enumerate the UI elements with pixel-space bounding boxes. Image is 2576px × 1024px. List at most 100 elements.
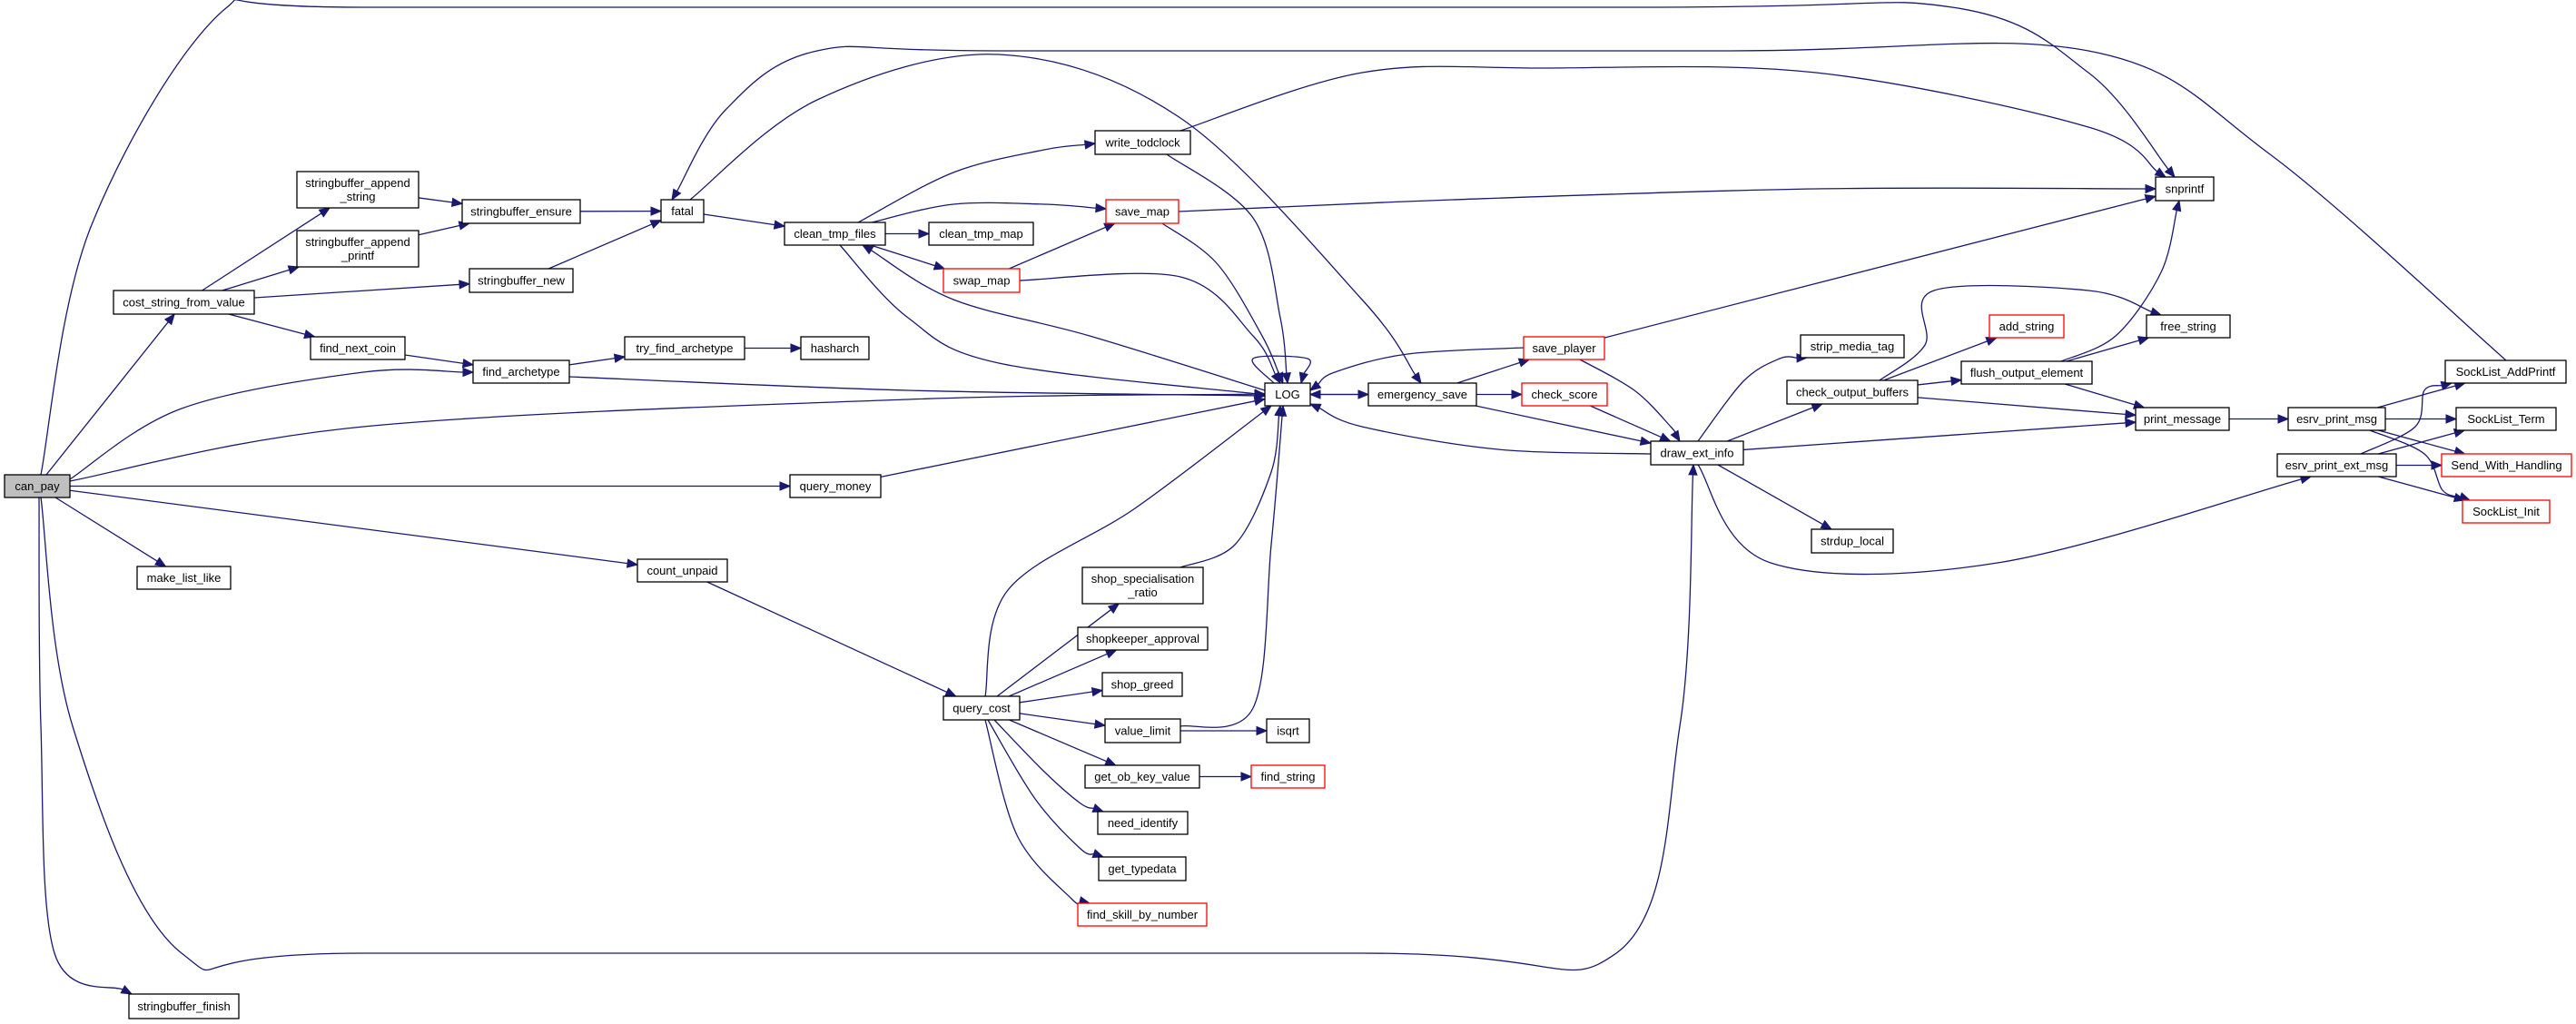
node-shop_specialisation_ratio[interactable]: shop_specialisation_ratio (1081, 566, 1204, 605)
node-check_output_buffers[interactable]: check_output_buffers (1786, 379, 1919, 405)
node-count_unpaid[interactable]: count_unpaid (637, 558, 728, 583)
node-shop_greed[interactable]: shop_greed (1101, 672, 1183, 697)
node-box[interactable] (1264, 382, 1311, 407)
node-box[interactable] (2276, 453, 2397, 478)
node-box[interactable] (789, 474, 882, 498)
node-save_player[interactable]: save_player (1523, 336, 1605, 360)
node-box[interactable] (1989, 314, 2065, 339)
node-box[interactable] (1523, 336, 1605, 360)
node-cost_string_from_value[interactable]: cost_string_from_value (113, 290, 255, 315)
node-strip_media_tag[interactable]: strip_media_tag (1800, 334, 1905, 359)
node-query_cost[interactable]: query_cost (943, 695, 1021, 721)
node-box[interactable] (1960, 360, 2093, 385)
node-box[interactable] (1084, 764, 1200, 789)
node-fatal[interactable]: fatal (660, 199, 705, 223)
node-box[interactable] (296, 230, 419, 268)
node-find_skill_by_number[interactable]: find_skill_by_number (1077, 902, 1208, 927)
node-emergency_save[interactable]: emergency_save (1367, 382, 1477, 407)
node-SockList_Term[interactable]: SockList_Term (2455, 407, 2557, 431)
node-check_score[interactable]: check_score (1521, 382, 1608, 407)
node-box[interactable] (800, 336, 870, 360)
node-box[interactable] (1811, 528, 1894, 554)
node-isqrt[interactable]: isqrt (1266, 718, 1310, 743)
node-box[interactable] (943, 695, 1021, 721)
node-stringbuffer_append_string[interactable]: stringbuffer_append_string (296, 171, 419, 209)
node-draw_ext_info[interactable]: draw_ext_info (1650, 440, 1744, 466)
node-box[interactable] (2455, 407, 2557, 431)
node-box[interactable] (660, 199, 705, 223)
node-strdup_local[interactable]: strdup_local (1811, 528, 1894, 554)
node-stringbuffer_ensure[interactable]: stringbuffer_ensure (461, 199, 581, 224)
node-box[interactable] (1650, 440, 1744, 466)
node-esrv_print_ext_msg[interactable]: esrv_print_ext_msg (2276, 453, 2397, 478)
node-clean_tmp_files[interactable]: clean_tmp_files (784, 222, 886, 246)
node-free_string[interactable]: free_string (2146, 314, 2231, 339)
node-hasharch[interactable]: hasharch (800, 336, 870, 360)
node-need_identify[interactable]: need_identify (1097, 811, 1189, 835)
node-write_todclock[interactable]: write_todclock (1094, 130, 1191, 155)
node-stringbuffer_new[interactable]: stringbuffer_new (469, 268, 574, 293)
node-make_list_like[interactable]: make_list_like (136, 566, 232, 590)
node-box[interactable] (136, 566, 232, 590)
node-box[interactable] (1250, 764, 1326, 789)
node-can_pay[interactable]: can_pay (4, 474, 71, 498)
node-box[interactable] (1266, 718, 1310, 743)
node-box[interactable] (1081, 566, 1204, 605)
node-box[interactable] (310, 336, 406, 360)
node-get_typedata[interactable]: get_typedata (1098, 856, 1187, 881)
node-box[interactable] (2146, 314, 2231, 339)
node-find_next_coin[interactable]: find_next_coin (310, 336, 406, 360)
node-box[interactable] (1105, 199, 1179, 224)
node-get_ob_key_value[interactable]: get_ob_key_value (1084, 764, 1200, 789)
node-box[interactable] (624, 336, 745, 360)
node-Send_With_Handling[interactable]: Send_With_Handling (2441, 453, 2572, 478)
node-stringbuffer_finish[interactable]: stringbuffer_finish (128, 993, 240, 1019)
node-try_find_archetype[interactable]: try_find_archetype (624, 336, 745, 360)
node-box[interactable] (637, 558, 728, 583)
node-box[interactable] (128, 993, 240, 1019)
node-swap_map[interactable]: swap_map (943, 268, 1021, 293)
node-shopkeeper_approval[interactable]: shopkeeper_approval (1077, 626, 1209, 651)
node-box[interactable] (1077, 626, 1209, 651)
node-esrv_print_msg[interactable]: esrv_print_msg (2287, 407, 2386, 431)
node-box[interactable] (113, 290, 255, 315)
node-clean_tmp_map[interactable]: clean_tmp_map (928, 222, 1034, 246)
node-box[interactable] (2462, 499, 2551, 524)
node-flush_output_element[interactable]: flush_output_element (1960, 360, 2093, 385)
node-box[interactable] (1104, 718, 1181, 743)
node-LOG[interactable]: LOG (1264, 382, 1311, 407)
node-box[interactable] (461, 199, 581, 224)
node-box[interactable] (469, 268, 574, 293)
node-box[interactable] (2444, 359, 2567, 384)
node-box[interactable] (1521, 382, 1608, 407)
node-print_message[interactable]: print_message (2135, 407, 2230, 431)
node-box[interactable] (4, 474, 71, 498)
node-box[interactable] (943, 268, 1021, 293)
node-box[interactable] (928, 222, 1034, 246)
node-SockList_AddPrintf[interactable]: SockList_AddPrintf (2444, 359, 2567, 384)
node-add_string[interactable]: add_string (1989, 314, 2065, 339)
node-box[interactable] (1800, 334, 1905, 359)
node-find_archetype[interactable]: find_archetype (472, 359, 570, 384)
node-stringbuffer_append_printf[interactable]: stringbuffer_append_printf (296, 230, 419, 268)
node-box[interactable] (472, 359, 570, 384)
node-box[interactable] (2155, 176, 2215, 202)
node-box[interactable] (1094, 130, 1191, 155)
node-box[interactable] (1077, 902, 1208, 927)
node-box[interactable] (1098, 856, 1187, 881)
node-box[interactable] (1101, 672, 1183, 697)
node-box[interactable] (2287, 407, 2386, 431)
node-SockList_Init[interactable]: SockList_Init (2462, 499, 2551, 524)
node-box[interactable] (1786, 379, 1919, 405)
node-value_limit[interactable]: value_limit (1104, 718, 1181, 743)
node-box[interactable] (1097, 811, 1189, 835)
node-box[interactable] (2135, 407, 2230, 431)
node-box[interactable] (1367, 382, 1477, 407)
node-box[interactable] (2441, 453, 2572, 478)
node-find_string[interactable]: find_string (1250, 764, 1326, 789)
node-box[interactable] (784, 222, 886, 246)
node-query_money[interactable]: query_money (789, 474, 882, 498)
node-save_map[interactable]: save_map (1105, 199, 1179, 224)
node-box[interactable] (296, 171, 419, 209)
node-snprintf[interactable]: snprintf (2155, 176, 2215, 202)
